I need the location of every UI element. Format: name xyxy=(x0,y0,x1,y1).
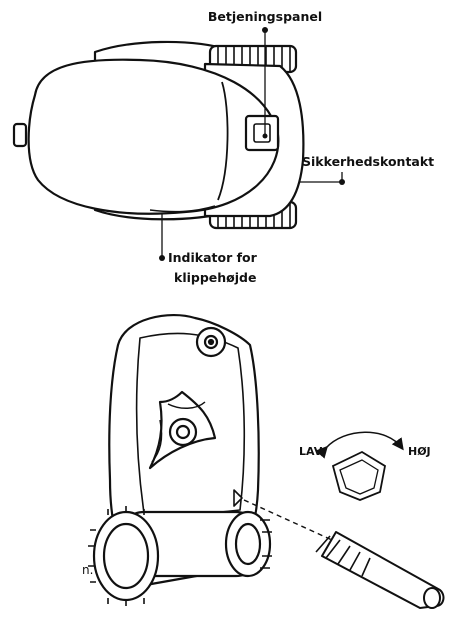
label-safety-contact: Sikkerhedskontakt xyxy=(302,154,434,169)
mower-side-tab xyxy=(14,124,26,146)
adjustment-tool xyxy=(316,532,443,608)
label-height-indicator-line1: Indikator for xyxy=(168,250,258,265)
callout-safety-contact: Sikkerhedskontakt xyxy=(300,154,434,185)
label-low: LAV xyxy=(299,445,323,458)
front-wheel-drum xyxy=(88,506,272,606)
label-height-indicator-line2: klippehøjde xyxy=(174,270,256,285)
mower-underside-view xyxy=(88,315,272,606)
label-high: HØJ xyxy=(408,445,431,458)
control-panel xyxy=(246,116,278,150)
edge-text-fragment: n. xyxy=(82,563,93,577)
mower-top-view xyxy=(14,42,303,228)
height-direction-dial: LAV HØJ xyxy=(299,432,431,500)
label-control-panel: Betjeningspanel xyxy=(208,9,322,24)
adjust-knob xyxy=(197,328,225,356)
